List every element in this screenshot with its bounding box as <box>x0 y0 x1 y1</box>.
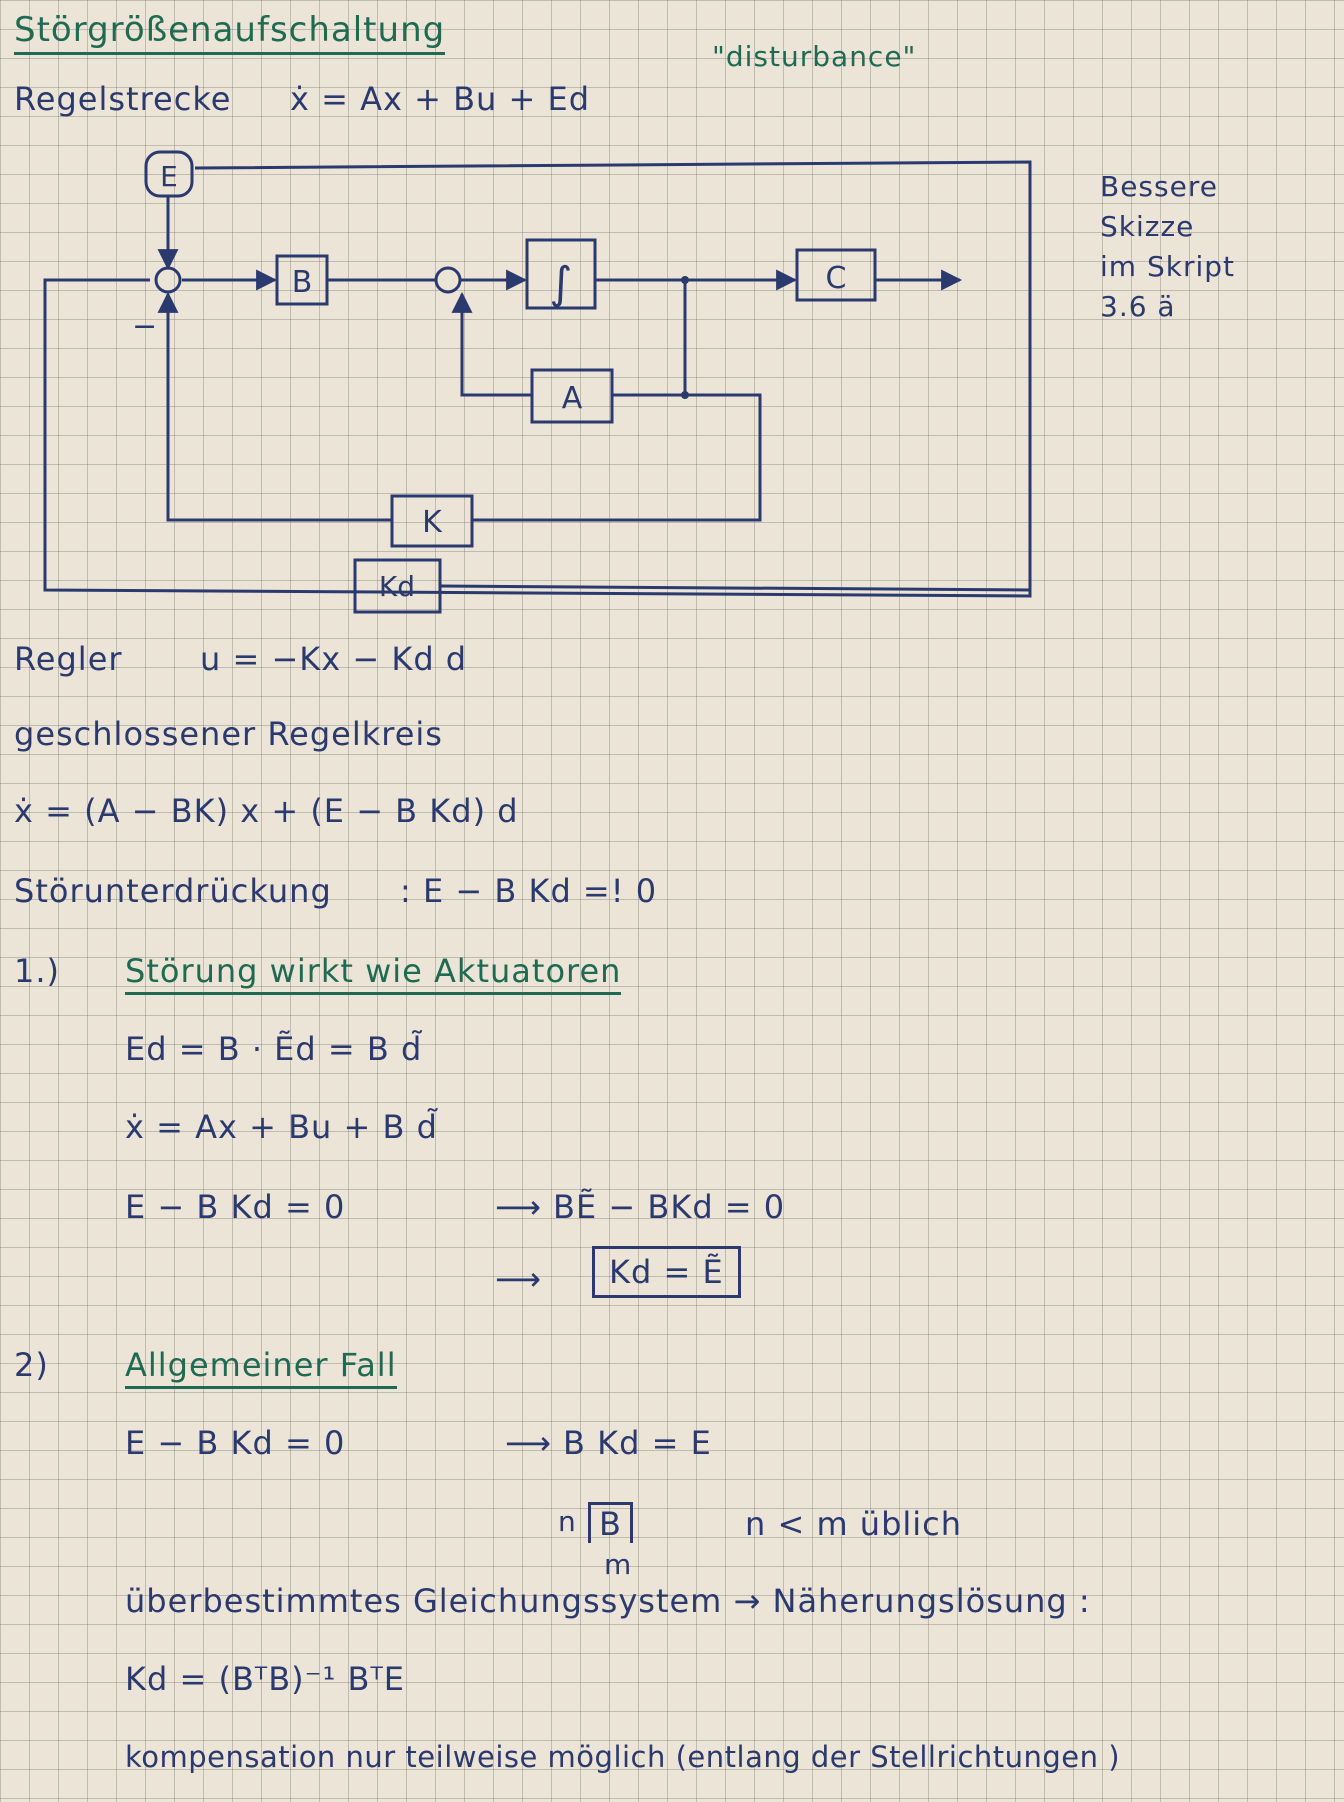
controller-equation: u = −Kx − Kd d <box>200 640 468 678</box>
minus-sign: − <box>132 309 157 344</box>
case2-eq1-left: E − B Kd = 0 <box>125 1424 346 1462</box>
case1-result-arrow: ⟶ <box>495 1260 542 1298</box>
suppression-label: Störunterdrückung <box>14 872 332 910</box>
plant-label: Regelstrecke <box>14 80 232 118</box>
case1-result-box: Kd = Ẽ <box>592 1246 741 1298</box>
disturbance-note: "disturbance" <box>712 40 917 73</box>
integrator-label: ∫ <box>550 258 573 309</box>
closed-loop-label: geschlossener Regelkreis <box>14 715 443 753</box>
block-k-label: K <box>422 505 443 540</box>
case1-eq3-left: E − B Kd = 0 <box>125 1188 346 1226</box>
side-note-line-4: 3.6 ä <box>1100 290 1176 323</box>
case1-number: 1.) <box>14 952 61 990</box>
block-b-label: B <box>292 265 313 300</box>
case2-compensation: kompensation nur teilweise möglich (entl… <box>125 1740 1121 1774</box>
case1-heading: Störung wirkt wie Aktuatoren <box>125 952 622 995</box>
case2-eq1-right: ⟶ B Kd = E <box>505 1424 712 1462</box>
case2-overdetermined: überbestimmtes Gleichungssystem → Näheru… <box>125 1582 1091 1620</box>
case2-dim-m: m <box>604 1548 633 1581</box>
closed-loop-equation: ẋ = (A − BK) x + (E − B Kd) d <box>14 792 519 830</box>
controller-label: Regler <box>14 640 123 678</box>
block-c-label: C <box>826 261 847 296</box>
side-note-line-1: Bessere <box>1100 170 1218 203</box>
block-a-label: A <box>562 381 583 416</box>
block-e-label: E <box>160 160 178 193</box>
suppression-equation: : E − B Kd =! 0 <box>400 872 658 910</box>
case2-dim-b-box: B <box>588 1502 633 1543</box>
case1-eq1: Ed = B · Ẽd = B d̃ <box>125 1030 423 1068</box>
case2-heading: Allgemeiner Fall <box>125 1346 397 1389</box>
page-title: Störgrößenaufschaltung <box>14 10 446 55</box>
case2-dim-n: n <box>558 1505 577 1538</box>
case2-dim-note: n < m üblich <box>745 1505 963 1543</box>
plant-equation: ẋ = Ax + Bu + Ed <box>290 80 590 118</box>
block-diagram: E B ∫ C A K Kd − <box>43 150 1032 614</box>
case2-solution: Kd = (BᵀB)⁻¹ BᵀE <box>125 1660 406 1698</box>
case1-eq2: ẋ = Ax + Bu + B d̃ <box>125 1108 438 1146</box>
block-kd-label: Kd <box>379 570 415 603</box>
case2-number: 2) <box>14 1346 49 1384</box>
side-note-line-2: Skizze <box>1100 210 1195 243</box>
case1-eq3-right: ⟶ BẼ − BKd = 0 <box>495 1188 786 1226</box>
side-note-line-3: im Skript <box>1100 250 1235 283</box>
